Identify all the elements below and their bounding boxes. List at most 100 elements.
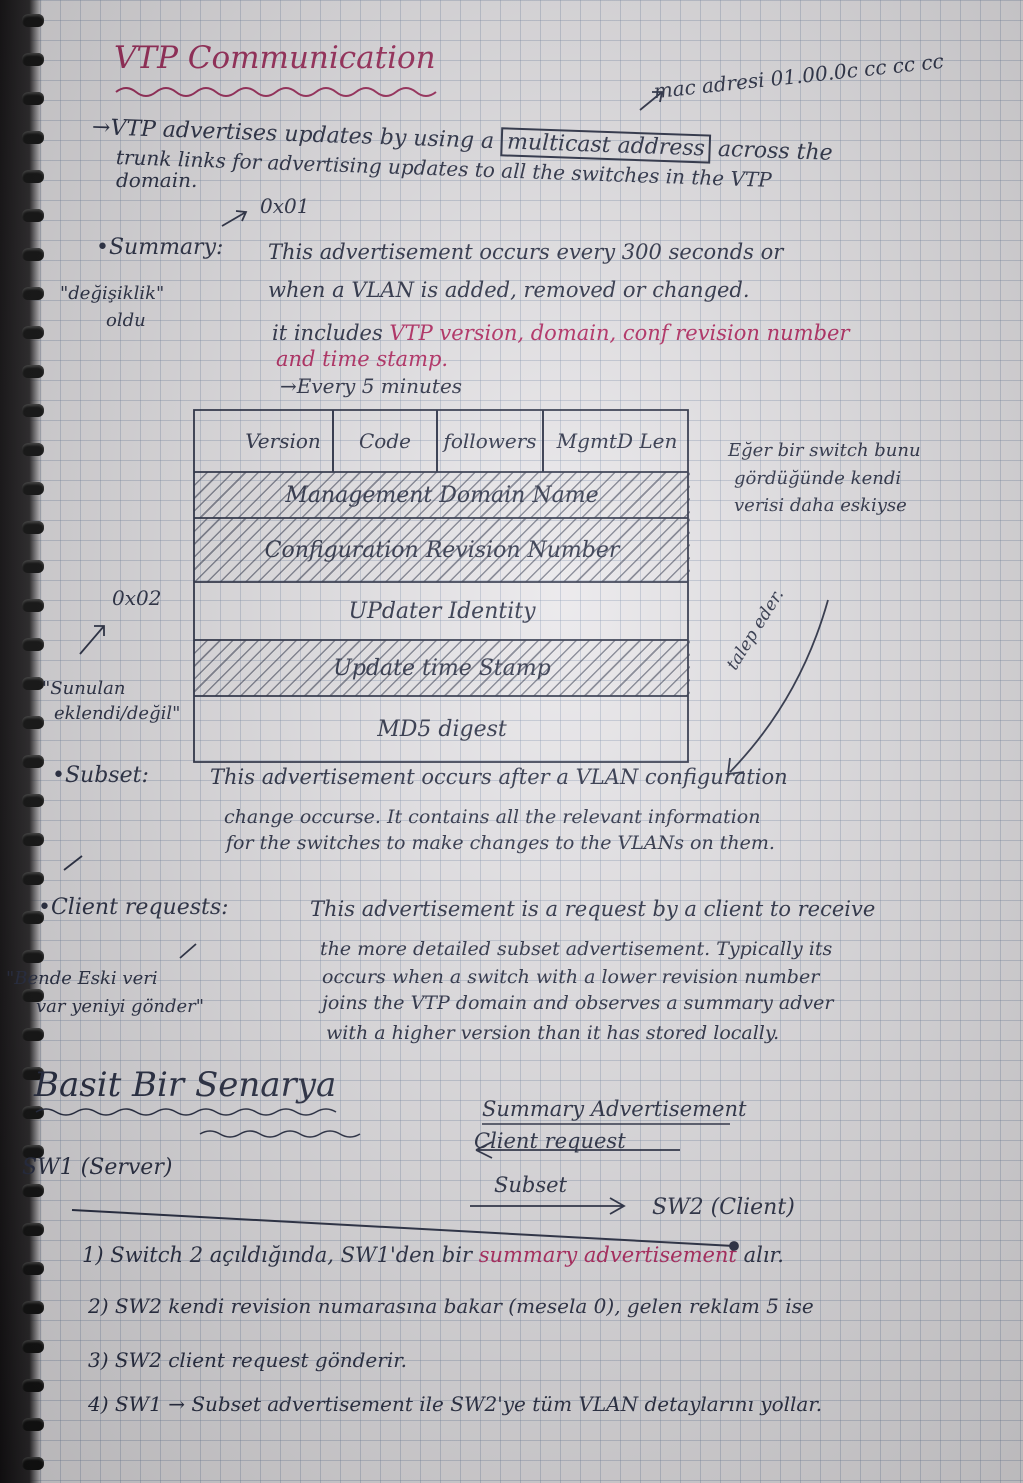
binding-hole <box>22 950 44 963</box>
summary-line-1: This advertisement occurs every 300 seco… <box>268 240 784 264</box>
client-line-5: with a higher version than it has stored… <box>326 1022 780 1044</box>
step-1: 1) Switch 2 açıldığında, SW1'den bir sum… <box>82 1244 784 1266</box>
binding-hole <box>22 560 44 573</box>
binding-hole <box>22 794 44 807</box>
client-tick <box>179 943 197 959</box>
binding-hole <box>22 599 44 612</box>
binding-hole <box>22 287 44 300</box>
binding-hole <box>22 1223 44 1236</box>
scenario-squiggle-2 <box>199 1130 361 1138</box>
binding-hole <box>22 1184 44 1197</box>
scenario-squiggle-1 <box>35 1108 337 1116</box>
intro-line-3: domain. <box>116 168 198 192</box>
binding-hole <box>22 677 44 690</box>
frame-header-row: Version Code followers MgmtD Len <box>194 410 690 472</box>
binding-hole <box>22 1418 44 1431</box>
binding-hole <box>22 209 44 222</box>
row-updater-identity-label: UPdater Identity <box>348 598 536 624</box>
binding-hole <box>22 1457 44 1470</box>
side-note-degisiklik: "değişiklik" <box>60 283 165 304</box>
binding-hole <box>22 1145 44 1158</box>
subset-line-2: change occurse. It contains all the rele… <box>224 806 761 828</box>
row-config-revision-number: Configuration Revision Number <box>194 518 690 582</box>
field-version: Version <box>234 410 334 472</box>
scenario-heading: Basit Bir Senarya <box>34 1065 337 1105</box>
mac-pointer-arrow <box>639 91 664 111</box>
summary-line-2: when a VLAN is added, removed or changed… <box>268 278 750 302</box>
row-md5-digest: MD5 digest <box>194 696 690 762</box>
binding-hole <box>22 365 44 378</box>
side-note-yeniyi-gonder: var yeniyi gönder" <box>36 996 205 1017</box>
step-2: 2) SW2 kendi revision numarasına bakar (… <box>88 1294 814 1318</box>
scenario-subset: Subset <box>494 1173 567 1197</box>
summary-includes-line: it includes VTP version, domain, conf re… <box>272 322 849 344</box>
binding-hole <box>22 638 44 651</box>
client-request-arrow <box>475 1141 680 1159</box>
binding-hole <box>22 755 44 768</box>
subset-line-3: for the switches to make changes to the … <box>226 832 775 854</box>
field-code: Code <box>334 410 438 472</box>
right-note-line-3: verisi daha eskiyse <box>734 495 907 516</box>
binding-hole <box>22 92 44 105</box>
client-line-1: This advertisement is a request by a cli… <box>310 897 876 921</box>
binding-hole <box>22 1028 44 1041</box>
hex01-pointer-arrow <box>221 210 248 227</box>
row-updater-identity: UPdater Identity <box>194 582 690 640</box>
hex02-pointer-arrow <box>79 625 105 655</box>
binding-hole <box>22 131 44 144</box>
step-3: 3) SW2 client request gönderir. <box>88 1348 407 1372</box>
row-management-domain-name: Management Domain Name <box>194 472 690 518</box>
timeline-line <box>71 1209 735 1247</box>
binding-hole <box>22 872 44 885</box>
row-management-domain-name-label: Management Domain Name <box>285 482 599 508</box>
binding-hole <box>22 1262 44 1275</box>
step-1-pink: summary advertisement <box>478 1243 737 1267</box>
sw2-client-label: SW2 (Client) <box>652 1195 795 1220</box>
binding-hole <box>22 1301 44 1314</box>
sw1-server-label: SW1 (Server) <box>22 1155 173 1180</box>
every-5-minutes: →Every 5 minutes <box>280 374 463 398</box>
subset-tick <box>63 855 83 871</box>
binding-hole <box>22 1340 44 1353</box>
client-line-2: the more detailed subset advertisement. … <box>320 938 833 960</box>
timeline-endpoint <box>729 1241 739 1251</box>
row-md5-digest-label: MD5 digest <box>377 716 507 742</box>
binding-hole <box>22 404 44 417</box>
step-4: 4) SW1 → Subset advertisement ile SW2'ye… <box>88 1392 823 1416</box>
field-followers: followers <box>438 410 544 472</box>
step-1-text: 1) Switch 2 açıldığında, SW1'den bir <box>82 1243 472 1267</box>
client-line-3: occurs when a switch with a lower revisi… <box>322 966 820 988</box>
binding-hole <box>22 989 44 1002</box>
binding-hole <box>22 911 44 924</box>
field-mgmtd-len: MgmtD Len <box>556 429 678 453</box>
subset-heading: •Subset: <box>52 763 149 788</box>
side-note-oldu: oldu <box>106 310 146 331</box>
binding-hole <box>22 326 44 339</box>
right-note-line-2: gördüğünde kendi <box>734 468 902 489</box>
client-line-4: joins the VTP domain and observes a summ… <box>322 992 834 1014</box>
binding-hole <box>22 14 44 27</box>
talep-eder-arrow <box>726 599 829 776</box>
binding-hole <box>22 443 44 456</box>
title-squiggle-underline <box>115 87 437 97</box>
summary-heading: •Summary: <box>96 235 224 260</box>
row-update-timestamp-label: Update time Stamp <box>333 655 551 681</box>
vtp-summary-frame-diagram: Version Code followers MgmtD Len Managem… <box>194 410 690 762</box>
row-update-timestamp: Update time Stamp <box>194 640 690 696</box>
binding-hole <box>22 833 44 846</box>
diagram-row-lines <box>194 471 688 697</box>
row-config-revision-number-label: Configuration Revision Number <box>264 537 620 563</box>
hex-0x01-note: 0x01 <box>260 194 310 218</box>
binding-hole <box>22 170 44 183</box>
binding-hole <box>22 1106 44 1119</box>
side-note-eklendi: eklendi/değil" <box>54 703 181 724</box>
scenario-summary-adv: Summary Advertisement <box>482 1097 747 1121</box>
binding-hole <box>22 53 44 66</box>
right-note-line-1: Eğer bir switch bunu <box>728 440 921 461</box>
summary-includes-cont: and time stamp. <box>276 347 449 371</box>
binding-hole <box>22 1379 44 1392</box>
hex-0x02-note: 0x02 <box>112 586 162 610</box>
binding-hole <box>22 521 44 534</box>
subset-arrow <box>470 1197 626 1215</box>
